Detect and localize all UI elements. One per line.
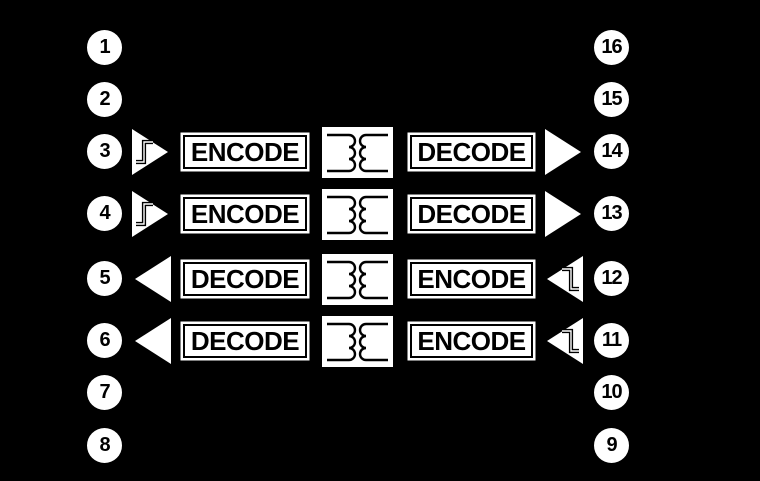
transformer-icon [322,127,393,178]
edge-input-buffer-icon [132,191,168,237]
transformer-icon [322,189,393,240]
pin-right-13: 13 [594,196,629,231]
pin-left-6: 6 [87,323,122,358]
decode-block: DECODE [410,135,533,169]
transformer-icon [322,316,393,367]
encode-block: ENCODE [183,197,307,231]
pin-left-5: 5 [87,261,122,296]
pin-right-10: 10 [594,375,629,410]
pin-left-1: 1 [87,30,122,65]
pin-right-16: 16 [594,30,629,65]
encode-block: ENCODE [410,324,533,358]
decode-block: DECODE [183,324,307,358]
decode-block: DECODE [183,262,307,296]
pin-right-14: 14 [594,134,629,169]
output-buffer-icon [135,318,171,364]
edge-input-buffer-icon [547,256,583,302]
encode-block: ENCODE [410,262,533,296]
pin-right-15: 15 [594,82,629,117]
edge-input-buffer-icon [132,129,168,175]
decode-block: DECODE [410,197,533,231]
pin-left-4: 4 [87,196,122,231]
edge-input-buffer-icon [547,318,583,364]
pin-left-7: 7 [87,375,122,410]
pin-right-11: 11 [594,323,629,358]
encode-block: ENCODE [183,135,307,169]
pin-left-3: 3 [87,134,122,169]
pin-left-8: 8 [87,428,122,463]
output-buffer-icon [135,256,171,302]
pin-right-12: 12 [594,261,629,296]
pin-right-9: 9 [594,428,629,463]
output-buffer-icon [545,129,581,175]
transformer-icon [322,254,393,305]
pin-left-2: 2 [87,82,122,117]
output-buffer-icon [545,191,581,237]
